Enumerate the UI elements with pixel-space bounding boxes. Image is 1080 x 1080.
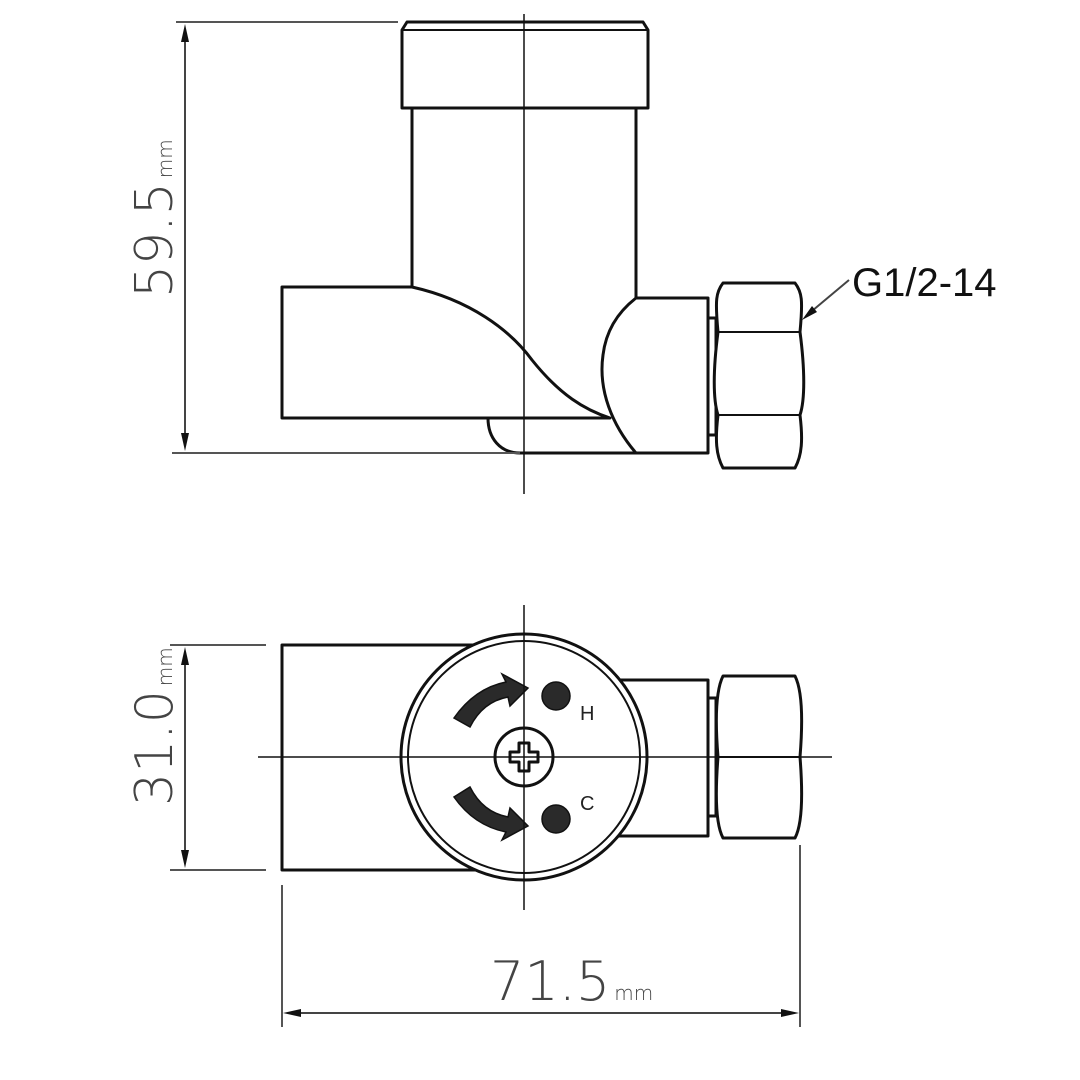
height-value: 59.5 [125, 182, 185, 298]
svg-text:31.0mm: 31.0 mm [125, 647, 185, 806]
length-unit: mm [614, 981, 653, 1005]
width-dimension: 31.0 mm [125, 644, 266, 871]
height-unit: mm [153, 139, 177, 178]
arrow-down-right-icon [452, 785, 530, 842]
inlet-block [280, 285, 612, 420]
base [486, 417, 636, 455]
arrow-up-right-icon [452, 672, 530, 729]
svg-text:59.5mm: 59.5 mm [125, 139, 185, 298]
thread-callout: G1/2-14 [802, 261, 997, 320]
hot-indicator-dot [541, 681, 571, 711]
outlet-block [600, 296, 710, 455]
hex-nut [712, 281, 806, 470]
length-value: 71.5 [490, 950, 610, 1013]
thread-callout-text: G1/2-14 [852, 261, 997, 305]
height-dimension: 59.5 mm [125, 21, 520, 454]
body-tube [410, 108, 638, 298]
width-unit: mm [153, 647, 177, 686]
width-value: 31.0 [125, 690, 185, 806]
front-view: 59.5 mm G1/2-14 [125, 14, 997, 494]
top-cap [400, 20, 650, 110]
cold-label: C [580, 793, 594, 815]
hot-label: H [580, 703, 594, 725]
cold-indicator-dot [541, 804, 571, 834]
svg-text:71.5mm: 71.5mm [490, 950, 653, 1013]
